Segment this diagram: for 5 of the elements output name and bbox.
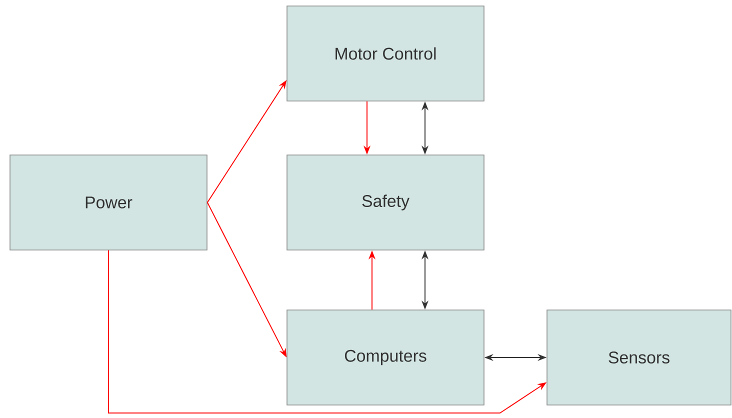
process-box: Power [10, 154, 208, 250]
process-box: Safety [286, 154, 484, 250]
process-box: Motor Control [286, 6, 484, 102]
process-box: Computers [286, 310, 484, 406]
process-box: Sensors [546, 310, 732, 406]
